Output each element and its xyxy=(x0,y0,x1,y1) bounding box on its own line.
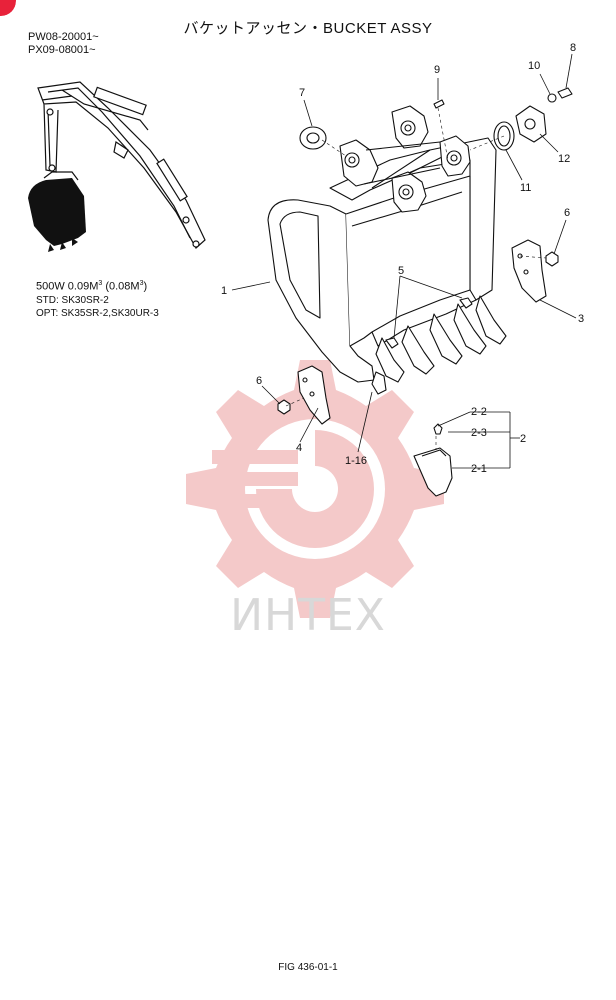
serial-px09: PX09-08001~ xyxy=(28,44,96,56)
page-title: バケットアッセン・BUCKET ASSY xyxy=(183,20,433,37)
callout-6-right: 6 xyxy=(564,207,570,219)
leader-lines xyxy=(231,53,577,469)
hidden-lines xyxy=(285,107,547,450)
callout-7: 7 xyxy=(299,87,305,99)
excavator-arm-illustration xyxy=(37,81,206,249)
callout-6-left: 6 xyxy=(256,375,262,387)
corner-badge xyxy=(0,0,16,16)
callout-10: 10 xyxy=(528,60,540,72)
serial-numbers: PW08-20001~ PX09-08001~ xyxy=(28,31,99,57)
serial-pw08: PW08-20001~ xyxy=(28,31,99,43)
callout-4: 4 xyxy=(296,442,302,454)
callout-12-top: 8 xyxy=(570,42,576,54)
callout-2-3: 2-3 xyxy=(471,427,487,439)
figure-number: FIG 436-01-1 xyxy=(278,962,338,973)
callout-11: 11 xyxy=(520,182,531,194)
capacity-line: 500W 0.09M3 (0.08M3) xyxy=(36,280,148,293)
watermark-text: ИНТЕХ xyxy=(230,590,386,641)
std-model: STD: SK30SR-2 xyxy=(36,294,109,306)
callout-1: 1 xyxy=(221,285,227,297)
opt-models: OPT: SK35SR-2,SK30UR-3 xyxy=(36,307,159,319)
bucket-thumbnail xyxy=(28,171,86,252)
callout-1-16: 1-16 xyxy=(345,455,367,467)
callout-5: 5 xyxy=(398,265,404,277)
callout-2-1: 2-1 xyxy=(471,463,487,475)
capacity-spec: 500W 0.09M3 (0.08M3) STD: SK30SR-2 OPT: … xyxy=(36,277,159,320)
gear-logo-icon xyxy=(186,360,444,618)
callout-12: 12 xyxy=(558,153,570,165)
callout-2-2: 2-2 xyxy=(471,406,487,418)
bucket-assembly-drawing xyxy=(267,87,573,497)
callout-2: 2 xyxy=(520,433,526,445)
callout-labels: 1 1-16 2 2-1 2-2 2-3 3 4 5 6 6 7 9 10 8 … xyxy=(221,42,584,475)
callout-9: 9 xyxy=(434,64,440,76)
callout-3: 3 xyxy=(578,313,584,325)
